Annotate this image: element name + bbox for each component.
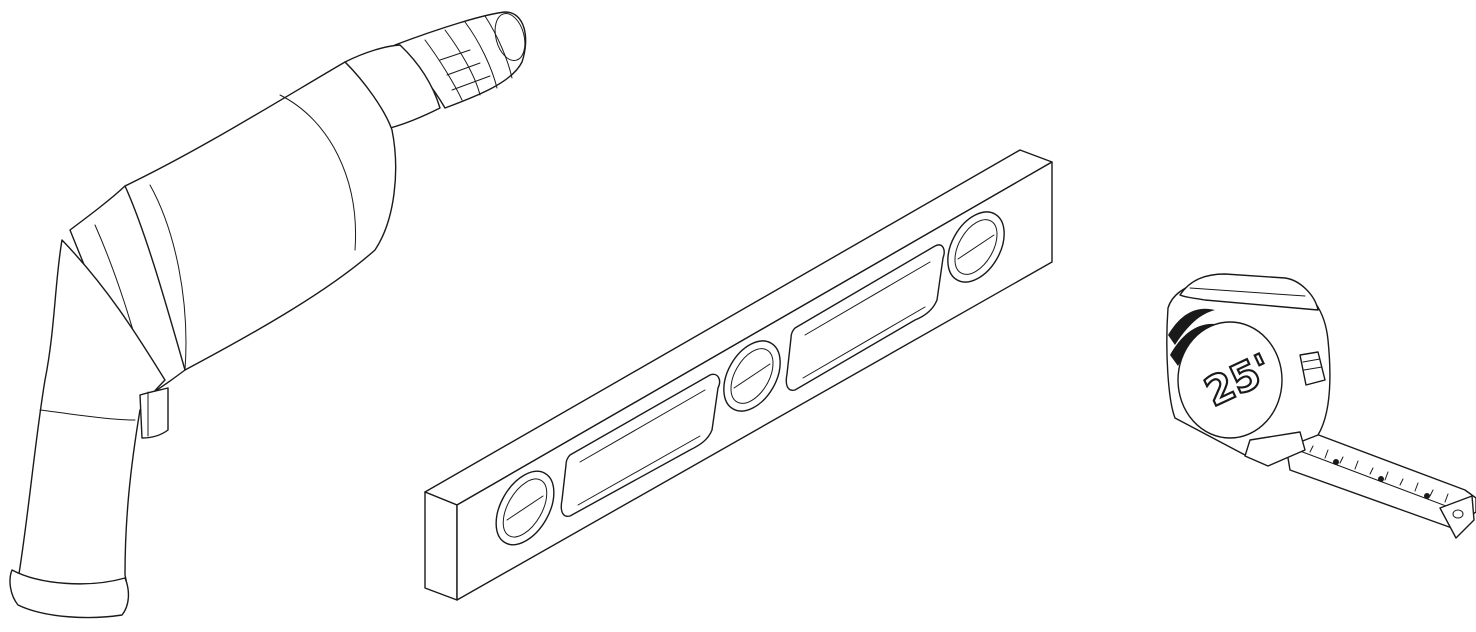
level-grip-left bbox=[560, 373, 721, 517]
drill-icon bbox=[9, 11, 527, 619]
tape-measure-face: 25' bbox=[1177, 321, 1283, 439]
tape-measure-icon: 25' bbox=[1166, 273, 1476, 539]
level-vial-center bbox=[723, 340, 781, 412]
level-vial-left bbox=[495, 470, 555, 546]
spirit-level-icon bbox=[424, 149, 1053, 601]
level-vial-right bbox=[947, 211, 1005, 283]
level-grip-right bbox=[785, 244, 945, 391]
